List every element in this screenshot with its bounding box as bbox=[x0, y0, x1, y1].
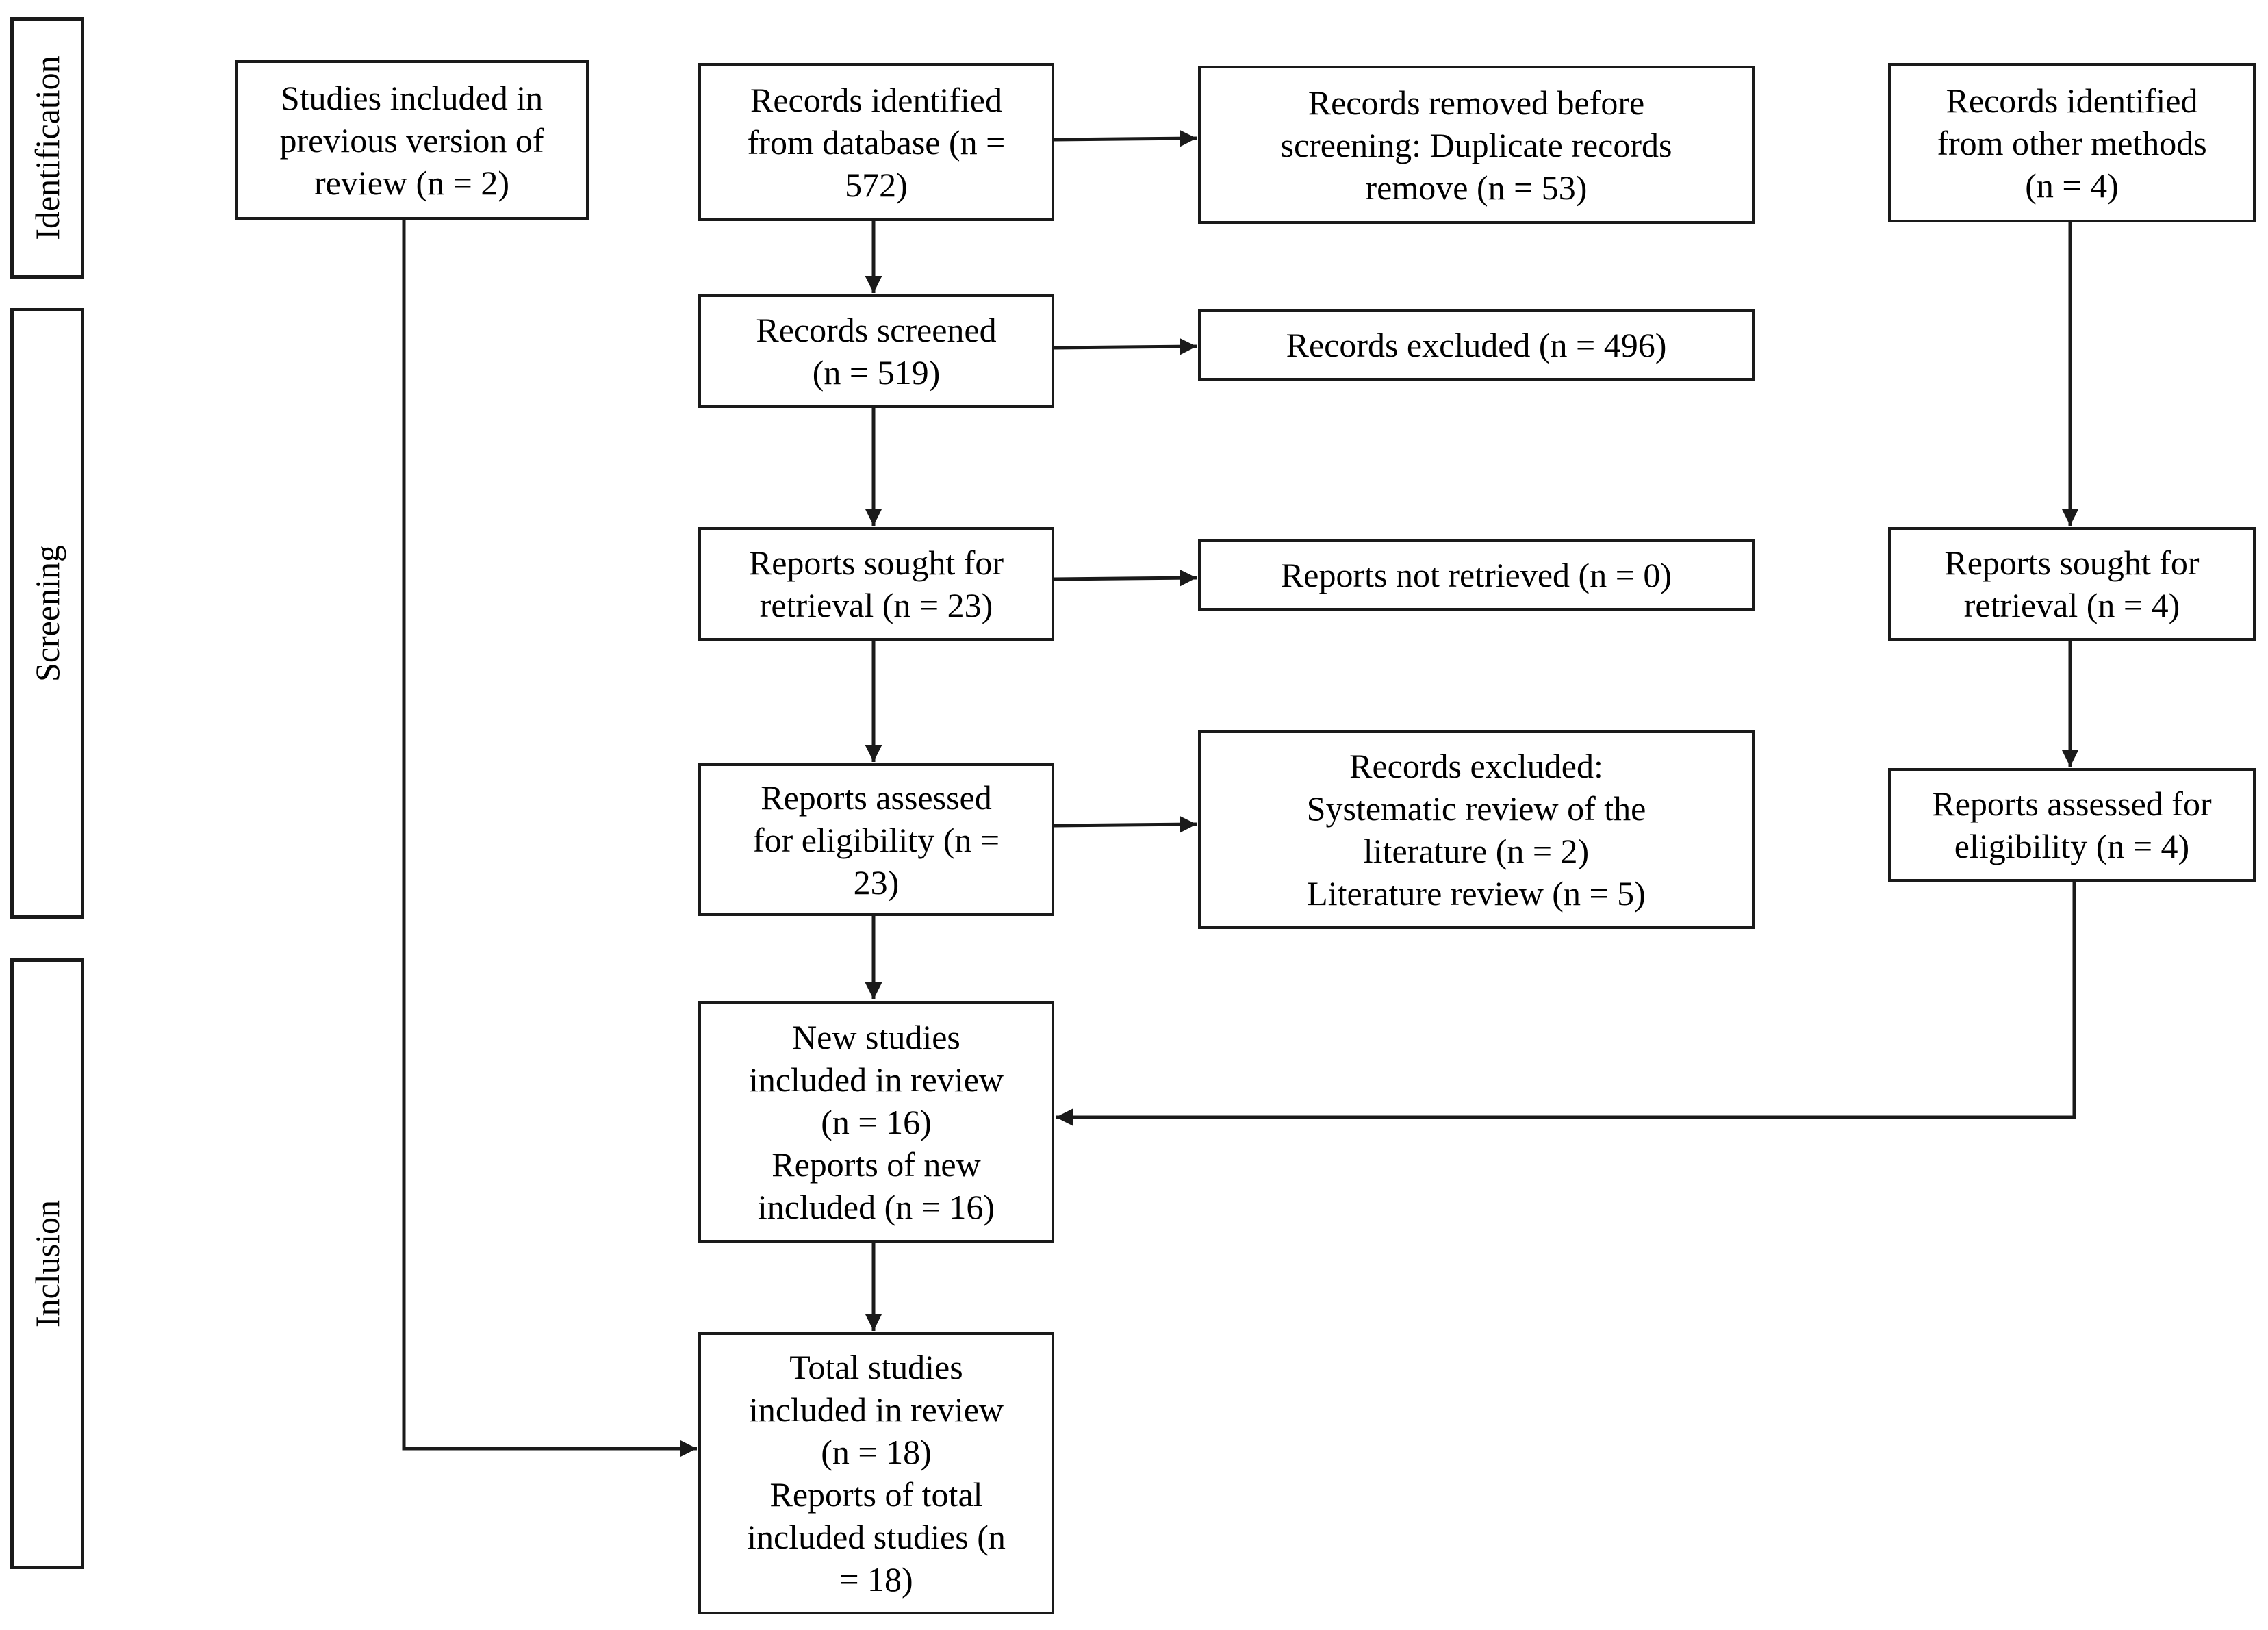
text-line: Literature review (n = 5) bbox=[1307, 874, 1646, 913]
text-line: eligibility (n = 4) bbox=[1954, 827, 2190, 865]
text-line: (n = 519) bbox=[812, 353, 941, 392]
text-line: (n = 16) bbox=[821, 1102, 932, 1141]
text-line: Reports not retrieved (n = 0) bbox=[1280, 556, 1672, 594]
arrow-database-to-removed bbox=[1054, 129, 1197, 147]
box-reports-sought-other: Reports sought for retrieval (n = 4) bbox=[1888, 527, 2256, 641]
box-records-identified-other: Records identified from other methods (n… bbox=[1888, 63, 2256, 222]
text-line: Studies included in bbox=[280, 78, 544, 117]
text-line: Reports sought for bbox=[1944, 544, 2200, 582]
text-line: Records excluded: bbox=[1349, 746, 1603, 785]
text-line: Records excluded (n = 496) bbox=[1286, 326, 1667, 364]
box-records-excluded: Records excluded (n = 496) bbox=[1198, 309, 1755, 381]
text-line: Records removed before bbox=[1308, 83, 1645, 122]
text-line: Records screened bbox=[756, 311, 997, 349]
text-line: from database (n = bbox=[747, 123, 1006, 162]
text-line: (n = 18) bbox=[821, 1433, 932, 1471]
arrow-screened-to-excluded bbox=[1054, 338, 1197, 355]
text-line: screening: Duplicate records bbox=[1280, 125, 1672, 164]
text-line: (n = 4) bbox=[2025, 166, 2119, 205]
stage-inclusion: Inclusion bbox=[10, 958, 84, 1569]
text-line: retrieval (n = 23) bbox=[759, 586, 993, 624]
box-reports-sought: Reports sought for retrieval (n = 23) bbox=[698, 527, 1054, 641]
text-line: included in review bbox=[748, 1390, 1004, 1429]
box-reports-assessed-other: Reports assessed for eligibility (n = 4) bbox=[1888, 768, 2256, 882]
box-records-identified-database: Records identified from database (n = 57… bbox=[698, 63, 1054, 221]
box-records-removed: Records removed before screening: Duplic… bbox=[1198, 66, 1755, 224]
text-line: Records identified bbox=[1946, 81, 2198, 120]
text-line: Reports assessed for bbox=[1932, 785, 2212, 823]
text-line: from other methods bbox=[1937, 123, 2207, 162]
text-line: New studies bbox=[792, 1017, 960, 1056]
stage-screening: Screening bbox=[10, 308, 84, 919]
arrow-assessed-other-to-new bbox=[1056, 882, 2076, 1126]
text-line: Records identified bbox=[750, 80, 1002, 119]
box-records-screened: Records screened (n = 519) bbox=[698, 294, 1054, 408]
text-line: for eligibility (n = bbox=[752, 820, 1000, 859]
text-line: included in review bbox=[748, 1060, 1004, 1099]
text-line: Reports sought for bbox=[748, 544, 1004, 582]
text-line: Reports of new bbox=[772, 1145, 981, 1184]
stage-identification: Identification bbox=[10, 17, 84, 279]
box-reports-not-retrieved: Reports not retrieved (n = 0) bbox=[1198, 539, 1755, 611]
arrow-sought-to-not-retrieved bbox=[1054, 569, 1197, 587]
text-line: previous version of bbox=[279, 120, 544, 160]
box-total-studies: Total studies included in review (n = 18… bbox=[698, 1332, 1054, 1614]
text-line: Reports of total bbox=[769, 1475, 983, 1514]
text-line: Total studies bbox=[789, 1348, 963, 1386]
text-line: 23) bbox=[853, 863, 900, 902]
text-line: Reports assessed bbox=[761, 778, 992, 817]
box-new-studies: New studies included in review (n = 16) … bbox=[698, 1001, 1054, 1243]
arrow-assessed-to-excluded bbox=[1054, 815, 1197, 833]
box-reports-assessed: Reports assessed for eligibility (n = 23… bbox=[698, 763, 1054, 916]
text-line: review (n = 2) bbox=[314, 163, 510, 202]
text-line: Systematic review of the bbox=[1306, 789, 1646, 828]
text-line: = 18) bbox=[839, 1560, 913, 1599]
text-line: included studies (n bbox=[747, 1518, 1006, 1556]
text-line: remove (n = 53) bbox=[1365, 168, 1588, 207]
box-records-excluded-eligibility: Records excluded: Systematic review of t… bbox=[1198, 730, 1755, 929]
text-line: 572) bbox=[845, 165, 908, 204]
text-line: literature (n = 2) bbox=[1363, 831, 1590, 870]
arrow-previous-to-total bbox=[402, 220, 697, 1457]
box-previous-studies: Studies included in previous version of … bbox=[235, 60, 589, 220]
text-line: included (n = 16) bbox=[757, 1187, 995, 1226]
text-line: retrieval (n = 4) bbox=[1963, 586, 2180, 624]
